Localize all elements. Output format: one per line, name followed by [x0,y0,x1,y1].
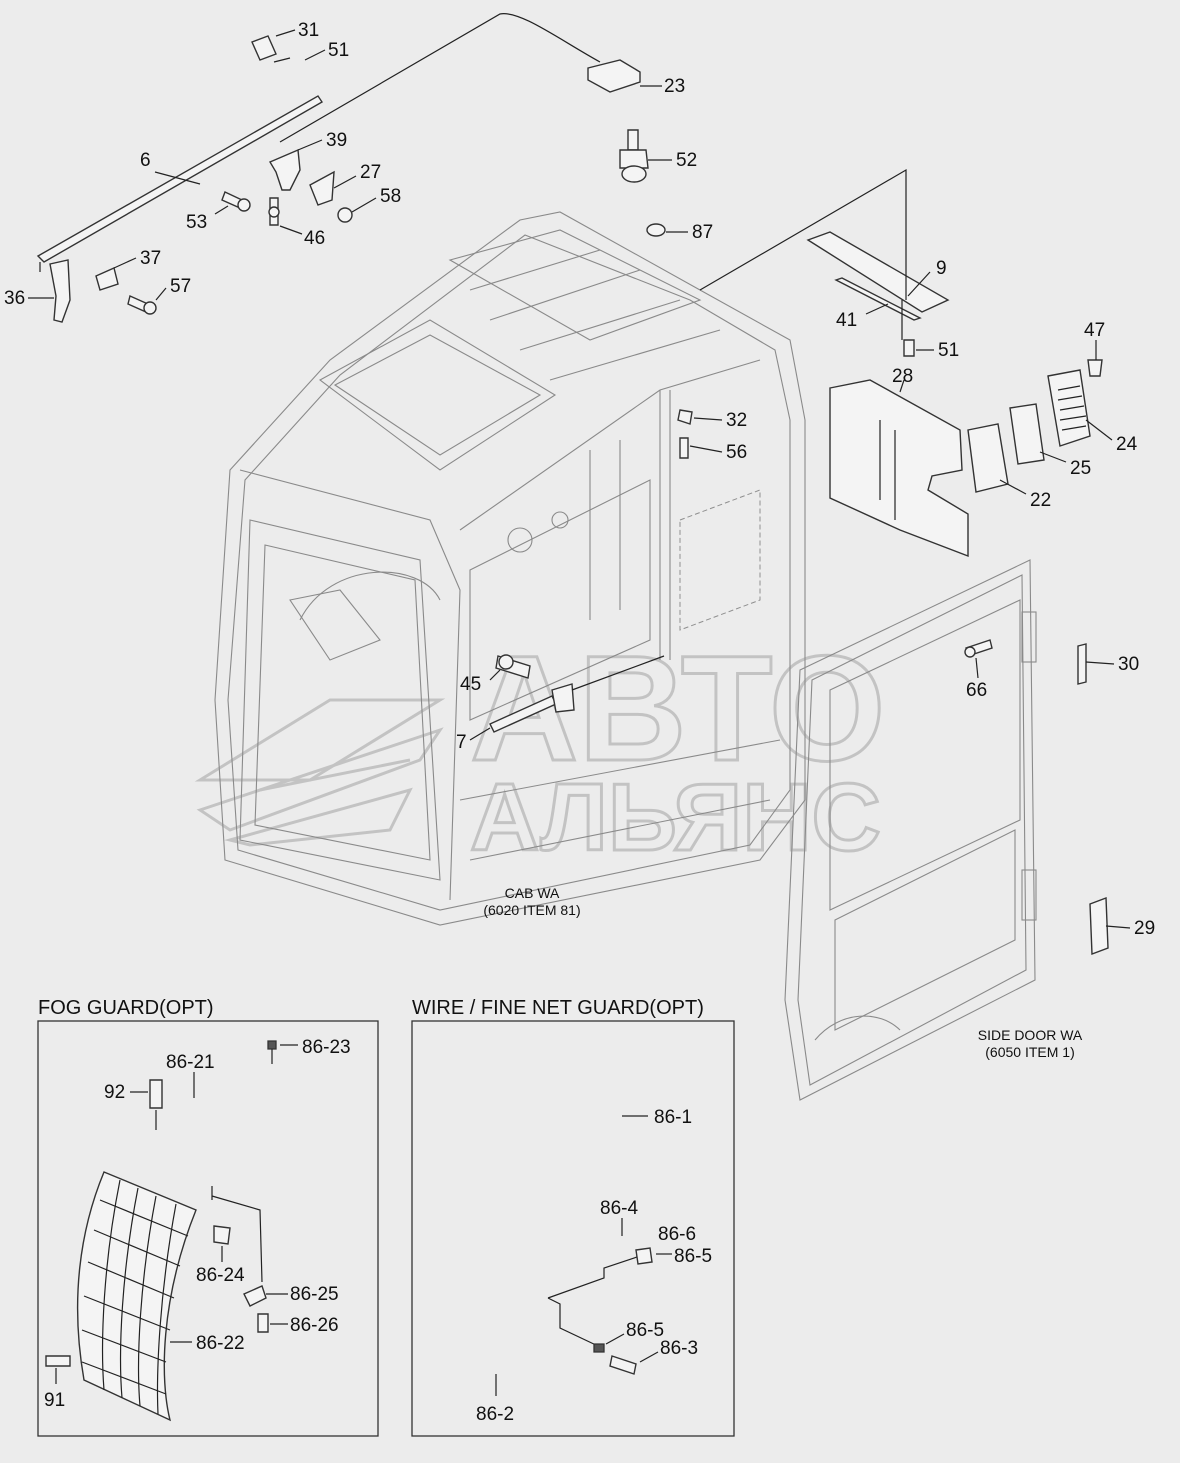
leader-lines [28,29,1131,929]
label-28: 28 [892,366,913,387]
label-92: 92 [104,1082,125,1103]
watermark-logo [194,698,446,847]
wire-guard-title: WIRE / FINE NET GUARD(OPT) [412,997,704,1019]
clip-part-31 [251,35,277,61]
bolt-part-56 [679,437,689,459]
label-86-23: 86-23 [302,1037,351,1058]
label-36: 36 [4,288,25,309]
strip-part-41 [834,277,922,321]
label-58: 58 [380,186,401,207]
label-57: 57 [170,276,191,297]
fog-guard-grid [76,1171,197,1422]
door-caption-line-1: SIDE DOOR WA [978,1027,1083,1043]
label-32: 32 [726,410,747,431]
label-86-25: 86-25 [290,1284,339,1305]
label-41: 41 [836,310,857,331]
cab-caption-line-2: (6020 ITEM 81) [483,902,580,918]
bolt-part-52 [627,129,639,151]
wire-guard-box [411,1020,735,1437]
washer-part-86-6 [635,1247,653,1265]
part-labels: 31 51 23 52 39 6 27 58 53 46 87 37 57 36… [4,20,1155,939]
label-30: 30 [1118,654,1139,675]
label-52: 52 [676,150,697,171]
label-86-4: 86-4 [600,1198,638,1219]
label-6: 6 [140,150,151,171]
bracket-part-37 [95,267,119,291]
label-86-26: 86-26 [290,1315,339,1336]
label-51-right: 51 [938,340,959,361]
label-7: 7 [456,732,467,753]
block-part-23 [587,59,641,93]
label-46: 46 [304,228,325,249]
label-45: 45 [460,674,481,695]
label-86-5-bottom: 86-5 [626,1320,664,1341]
label-24: 24 [1116,434,1138,455]
hook-part-36 [49,259,71,323]
label-86-2: 86-2 [476,1404,514,1425]
fog-guard-box [37,1020,379,1437]
label-87: 87 [692,222,713,243]
cab-caption-line-1: CAB WA [505,885,560,901]
cab-assembly [214,211,806,926]
label-51-top: 51 [328,40,349,61]
label-9: 9 [936,258,947,279]
label-23: 23 [664,76,685,97]
label-25: 25 [1070,458,1091,479]
bolt-part-92 [149,1079,163,1109]
fastener-86-23 [267,1040,277,1050]
panel-part-28 [829,379,969,558]
bolt-part-86-24 [213,1225,231,1245]
bracket-part-39 [268,148,301,191]
bolt-part-47 [1087,359,1103,377]
side-door-assembly [784,559,1037,1101]
label-56: 56 [726,442,747,463]
label-86-3: 86-3 [660,1338,698,1359]
washer-part-86-5 [593,1343,605,1353]
gasket-part-22 [967,423,1009,493]
label-86-24: 86-24 [196,1265,245,1286]
label-86-5-top: 86-5 [674,1246,712,1267]
label-29: 29 [1134,918,1155,939]
bolt-part-51 [903,339,915,357]
fog-guard-title: FOG GUARD(OPT) [38,997,214,1019]
label-27: 27 [360,162,381,183]
watermark-line-2: АЛЬЯНС [470,764,881,871]
label-31: 31 [298,20,319,41]
label-86-6: 86-6 [658,1224,696,1245]
assembly-captions: CAB WA (6020 ITEM 81) SIDE DOOR WA (6050… [483,885,1083,1060]
clip-part-87 [646,223,666,237]
label-22: 22 [1030,490,1051,511]
label-47: 47 [1084,320,1105,341]
label-91: 91 [44,1390,65,1411]
clamp-part-86-25 [243,1285,267,1307]
label-66: 66 [966,680,987,701]
cover-part-29 [1089,897,1109,955]
label-53: 53 [186,212,207,233]
label-37: 37 [140,248,161,269]
plate-part-27 [309,170,335,206]
plate-part-9 [806,231,950,313]
wire-guard-section: WIRE / FINE NET GUARD(OPT) 86-1 86-4 86-… [411,997,735,1437]
bolt-part-86-26 [257,1313,269,1333]
label-86-1: 86-1 [654,1107,692,1128]
gasket-part-25 [1009,403,1045,465]
bracket-part-32 [677,409,693,425]
fog-guard-section: FOG GUARD(OPT) 86-23 86-21 92 86-24 86-2… [37,997,379,1437]
label-86-21: 86-21 [166,1052,215,1073]
label-86-22: 86-22 [196,1333,245,1354]
nut-part-58 [337,207,353,223]
bolt-part-91 [45,1355,71,1367]
cover-part-30 [1077,643,1087,685]
bolt-part-86-3 [609,1355,637,1375]
watermark: АВТО АЛЬЯНС [194,623,887,873]
label-39: 39 [326,130,347,151]
door-caption-line-2: (6050 ITEM 1) [985,1044,1074,1060]
